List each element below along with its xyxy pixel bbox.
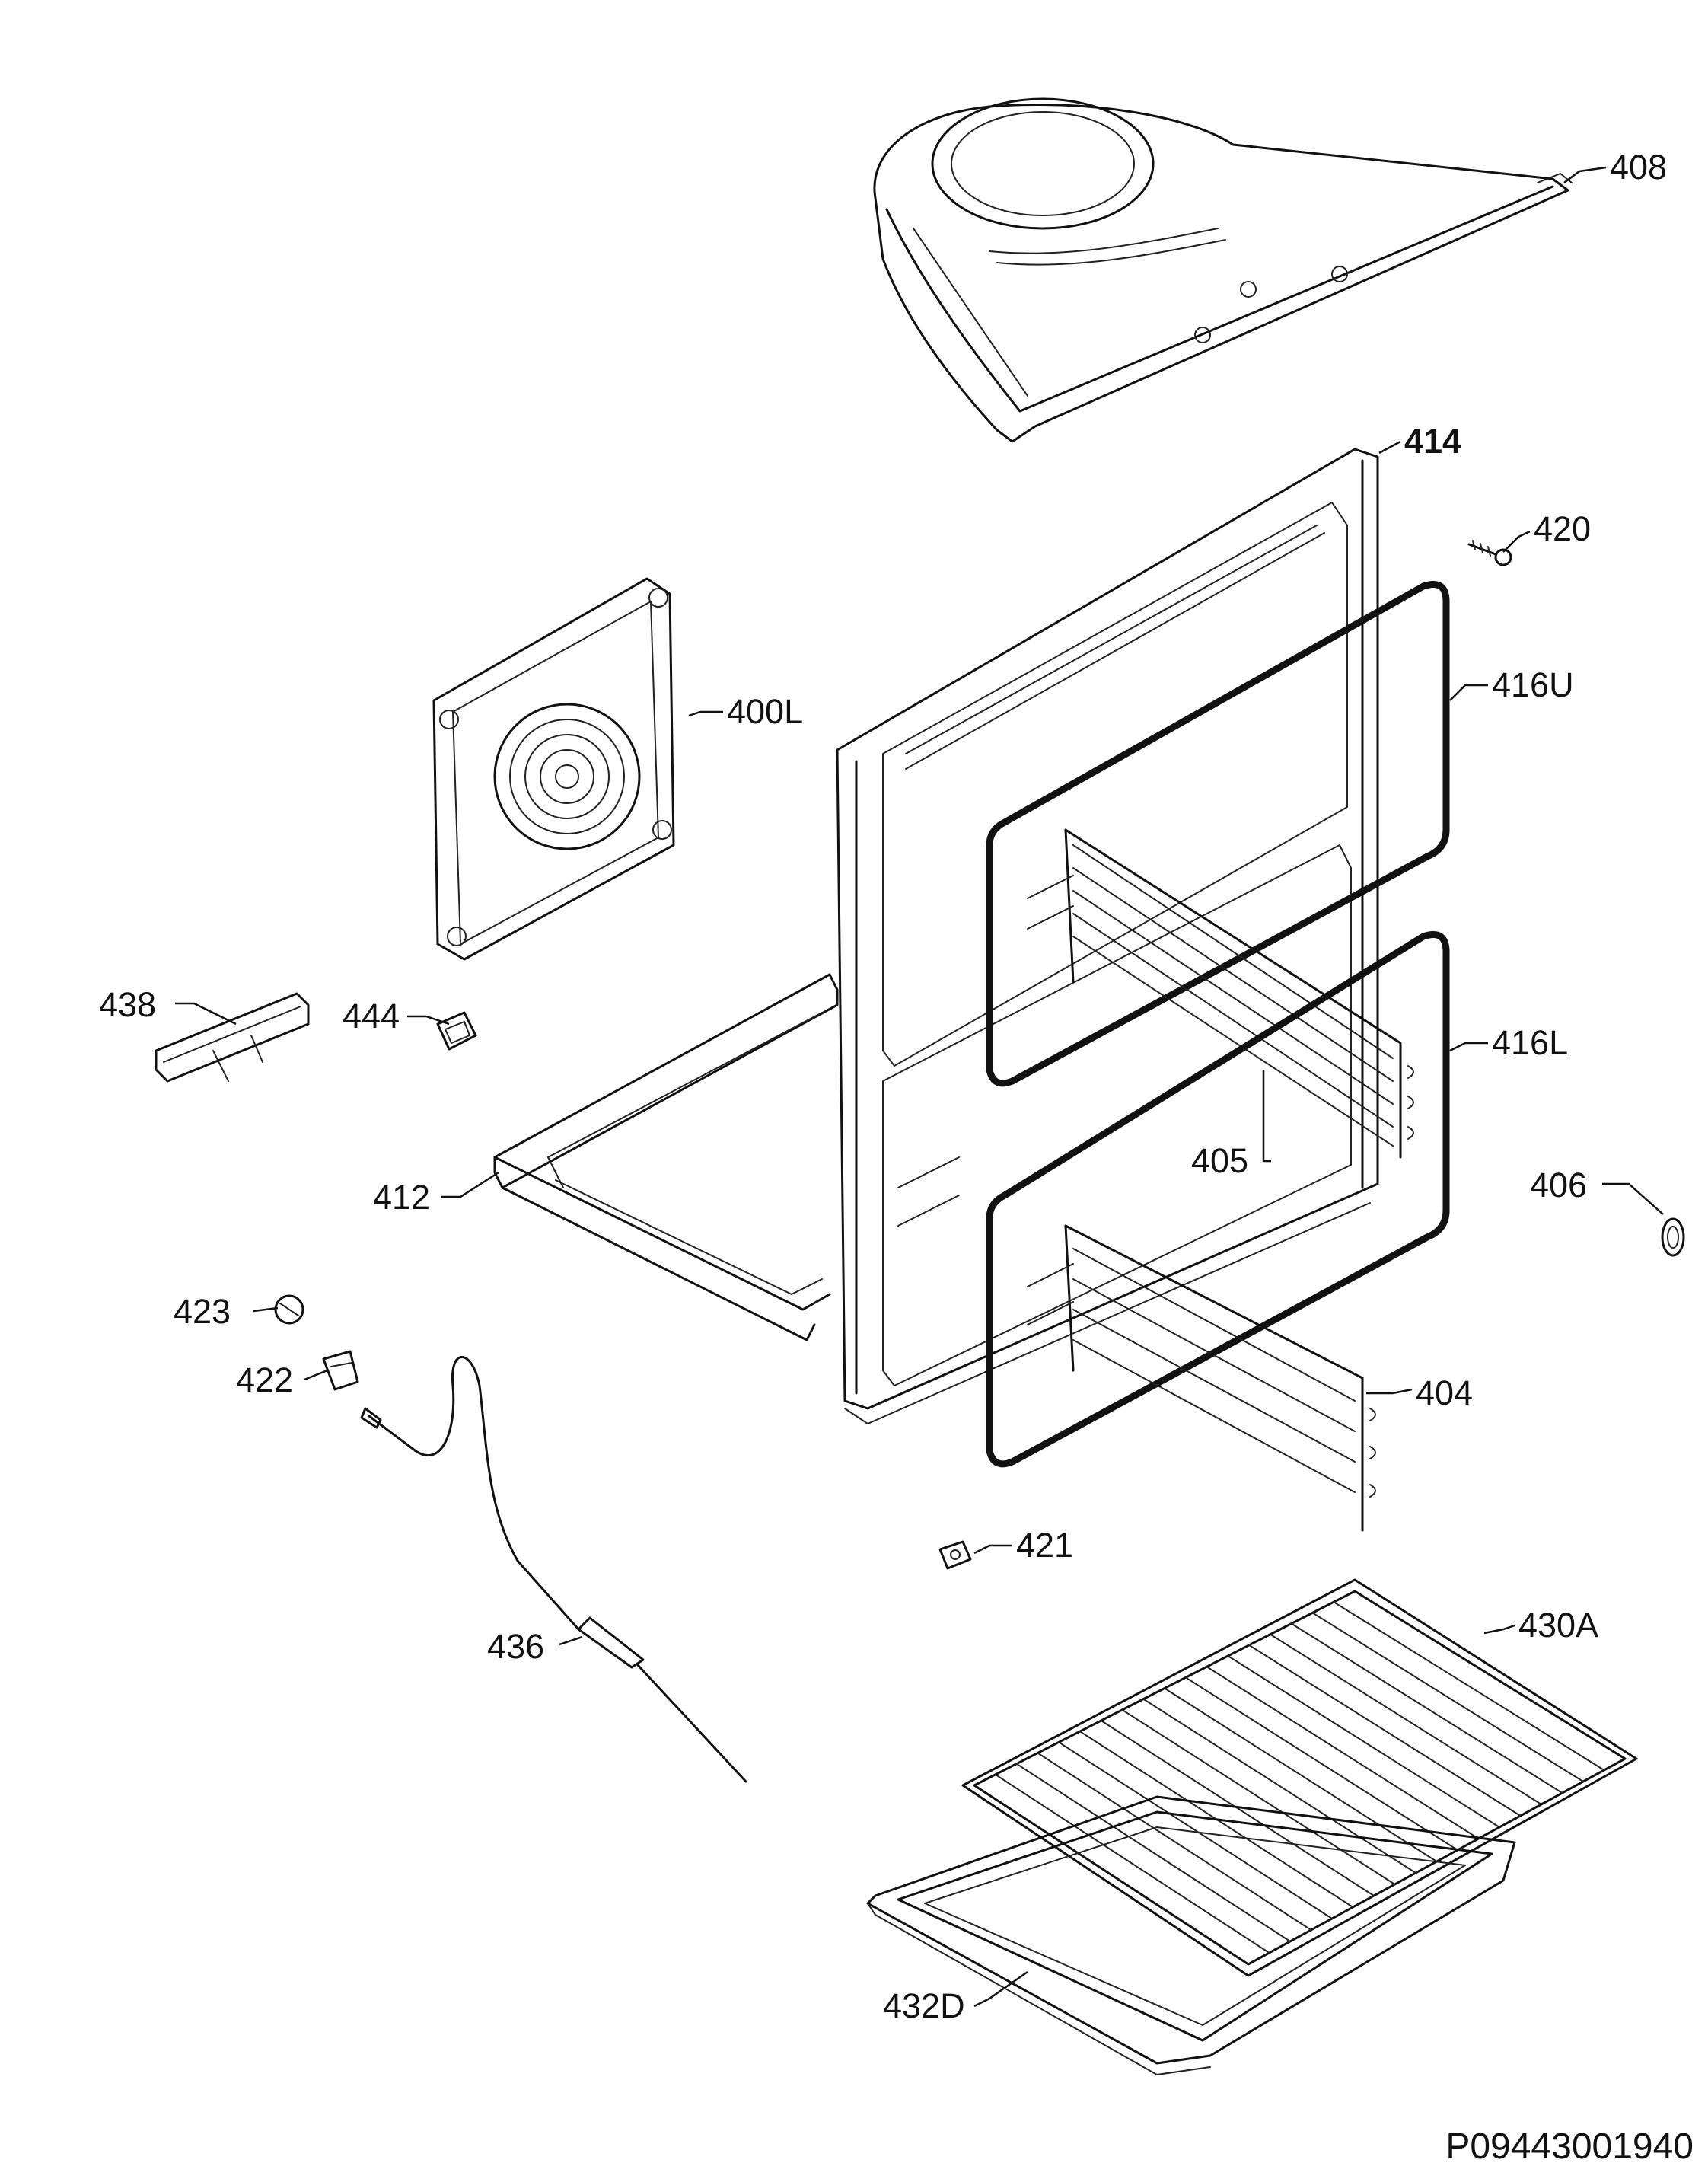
shelf-wire — [1269, 1633, 1542, 1805]
part-406-lamp-cover — [1661, 1217, 1685, 1257]
shelf-wire — [1311, 1612, 1584, 1782]
label-444: 444 — [343, 997, 400, 1035]
part-416U-upper-seal — [986, 581, 1450, 1087]
shelf-wire — [1206, 1666, 1480, 1839]
part-412-bottom-frame — [493, 973, 839, 1341]
label-412: 412 — [373, 1178, 430, 1217]
part-421-plug — [938, 1540, 972, 1570]
label-438: 438 — [99, 985, 156, 1024]
part-416L-lower-seal — [986, 931, 1450, 1468]
part-404-lower-shelf-support — [1027, 1224, 1376, 1532]
drawing-code: P09443001940 — [1445, 2126, 1694, 2167]
shelf-wire — [1142, 1698, 1416, 1874]
shelf-wire — [1290, 1622, 1563, 1794]
part-444-clip — [436, 1011, 477, 1051]
part-414-side-panel — [836, 448, 1379, 1424]
shelf-wire — [1164, 1687, 1438, 1862]
part-438-bracket — [155, 992, 310, 1083]
part-labels: 408 414 420 400L 416U 438 444 416L 405 4… — [99, 148, 1667, 2025]
part-420-screw — [1467, 540, 1512, 566]
leader-lines — [175, 166, 1664, 2008]
label-405: 405 — [1191, 1141, 1248, 1180]
part-423-socket — [274, 1294, 304, 1325]
part-436-meat-probe — [360, 1356, 747, 1783]
label-408: 408 — [1610, 148, 1667, 187]
shelf-wire — [1121, 1708, 1396, 1885]
shelf-wire — [1037, 1752, 1312, 1931]
part-422-connector — [322, 1350, 359, 1391]
label-420: 420 — [1534, 509, 1591, 548]
label-416U: 416U — [1492, 665, 1574, 704]
part-430A-wire-shelf — [961, 1578, 1638, 1977]
label-430A: 430A — [1518, 1606, 1598, 1644]
label-421: 421 — [1016, 1526, 1073, 1565]
label-423: 423 — [174, 1292, 231, 1331]
shelf-wire — [1333, 1601, 1605, 1771]
part-408-top-cover — [873, 97, 1573, 443]
part-400L-fan-cover — [432, 577, 675, 961]
part-432D-baking-tray — [866, 1795, 1516, 2075]
label-404: 404 — [1416, 1373, 1473, 1412]
label-400L: 400L — [727, 692, 803, 731]
label-436: 436 — [487, 1627, 544, 1666]
shelf-grid-wires — [994, 1601, 1605, 1954]
label-414: 414 — [1404, 422, 1461, 461]
label-406: 406 — [1530, 1166, 1587, 1204]
shelf-wire — [1058, 1741, 1333, 1919]
shelf-wire — [1184, 1676, 1458, 1851]
part-405-upper-shelf-support — [1027, 828, 1414, 1159]
label-416L: 416L — [1492, 1023, 1568, 1062]
shelf-wire — [1015, 1763, 1291, 1942]
label-422: 422 — [236, 1361, 293, 1399]
shelf-wire — [994, 1773, 1270, 1954]
shelf-wire — [1227, 1655, 1500, 1828]
label-432D: 432D — [883, 1986, 965, 2025]
shelf-wire — [1248, 1644, 1522, 1817]
